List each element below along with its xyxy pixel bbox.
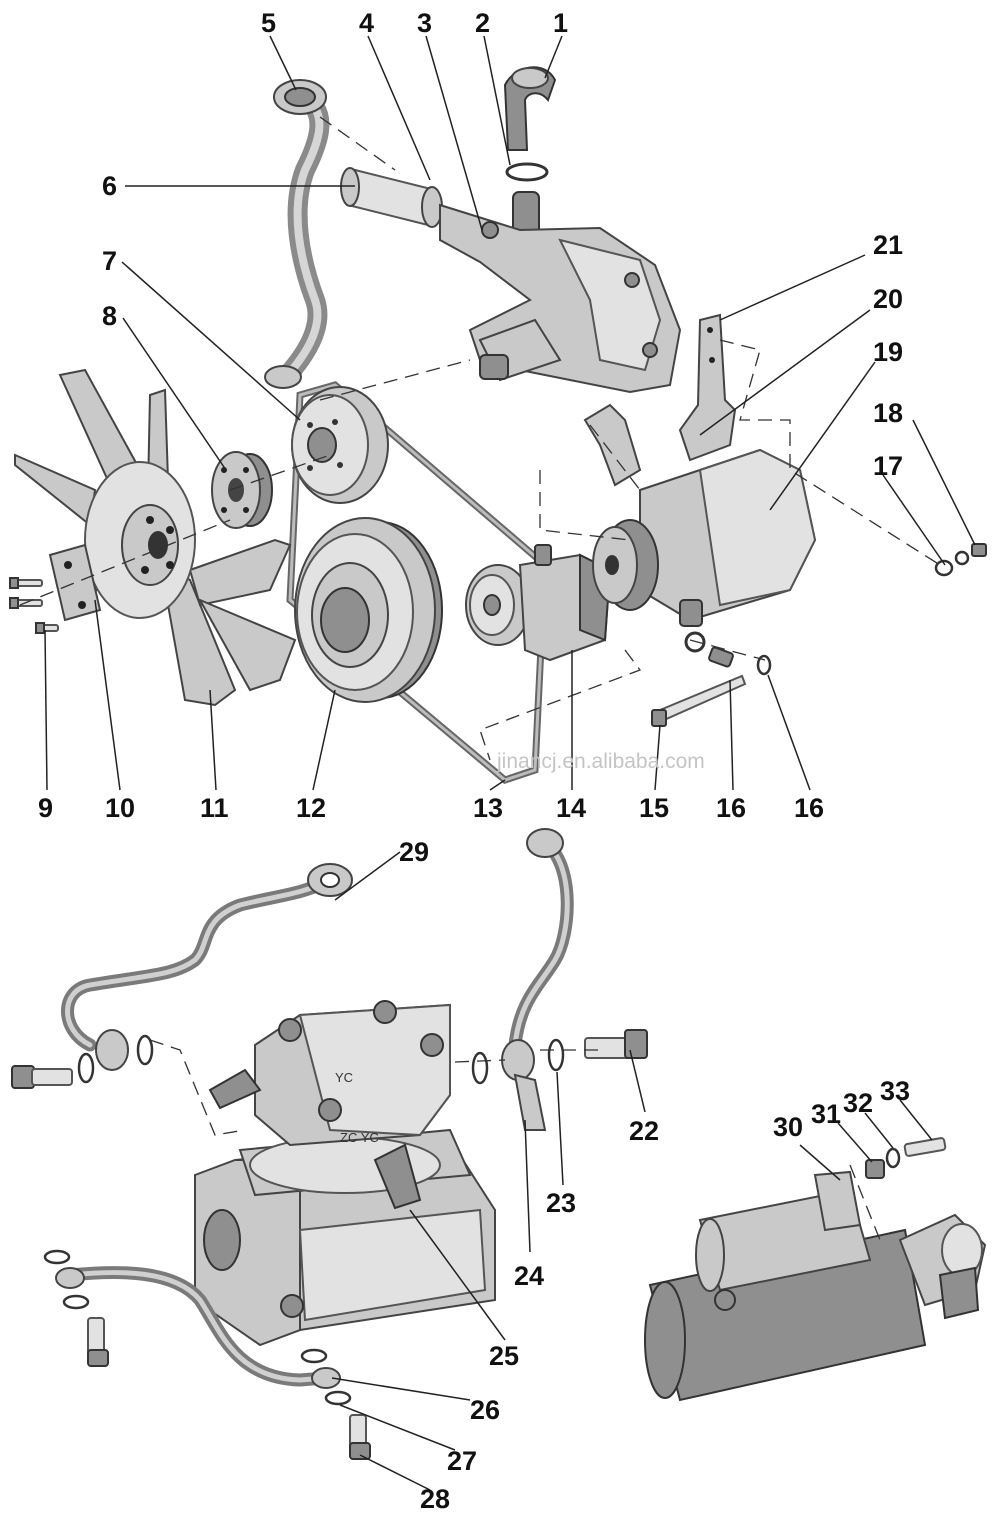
callout-24: 24 — [514, 1261, 544, 1291]
banjo-bolt-left — [11, 1034, 154, 1089]
bolts-28 — [87, 1317, 371, 1460]
callout-17: 17 — [873, 451, 903, 481]
callout-9: 9 — [38, 793, 53, 823]
callout-19: 19 — [873, 337, 903, 367]
washer-nut-17-18 — [934, 543, 987, 577]
callout-6: 6 — [102, 171, 117, 201]
callout-11: 11 — [200, 793, 229, 823]
compressor-marking-side: ZC YC — [340, 1130, 379, 1145]
alternator-19 — [592, 448, 817, 627]
callout-12: 12 — [296, 793, 326, 823]
callout-30: 30 — [773, 1112, 803, 1142]
pulley-7 — [291, 386, 389, 504]
callout-2: 2 — [475, 8, 490, 38]
air-compressor-25: YC ZC YC — [194, 1000, 496, 1347]
adjusting-strap-20 — [583, 403, 642, 487]
watermark: jinancj.en.alibaba.com — [496, 750, 705, 773]
callout-20: 20 — [873, 284, 903, 314]
callout-28: 28 — [420, 1484, 450, 1514]
o-ring-2 — [505, 162, 549, 182]
nut-31 — [865, 1159, 885, 1179]
elbow-hose-1 — [503, 66, 557, 151]
alignment-lines-lower — [149, 1039, 881, 1241]
callout-5: 5 — [261, 8, 276, 38]
washers-16 — [684, 631, 772, 676]
callout-31: 31 — [811, 1099, 841, 1129]
callout-14: 14 — [556, 793, 586, 823]
leader-lines-lower — [331, 851, 933, 1491]
callout-1: 1 — [553, 8, 568, 38]
callout-10: 10 — [105, 793, 135, 823]
callout-29: 29 — [399, 837, 429, 867]
washers-23 — [471, 1038, 565, 1085]
starter-motor-30 — [644, 1170, 987, 1402]
pipe-29 — [61, 863, 353, 1071]
callout-7: 7 — [102, 246, 117, 276]
callout-26: 26 — [470, 1395, 500, 1425]
oil-pipe-26 — [55, 1266, 341, 1389]
pipe-24 — [501, 828, 574, 1131]
callout-4: 4 — [359, 8, 374, 38]
washer-32 — [885, 1147, 901, 1169]
crankshaft-pulley-12 — [294, 517, 443, 703]
fan-spacer-8 — [211, 451, 273, 529]
fan-11 — [14, 368, 297, 707]
callout-8: 8 — [102, 301, 117, 331]
callout-23: 23 — [546, 1188, 576, 1218]
bolt-15 — [651, 674, 747, 727]
alignment-lines-upper — [19, 116, 941, 761]
drive-belt — [286, 381, 549, 784]
hose-6 — [340, 167, 443, 228]
compressor-marking-top: YC — [335, 1070, 353, 1085]
callout-labels: 1 2 3 4 5 6 7 8 9 10 11 12 13 14 15 16 1… — [38, 8, 910, 1514]
callout-32: 32 — [843, 1088, 873, 1118]
water-pump-housing — [439, 203, 682, 394]
leader-lines-upper — [44, 35, 976, 791]
callout-16b: 16 — [794, 793, 824, 823]
callout-15: 15 — [639, 793, 669, 823]
bracket-10 — [48, 543, 102, 622]
bolt-22 — [584, 1029, 648, 1059]
water-pipe-5 — [264, 79, 330, 389]
stud-33 — [903, 1137, 947, 1157]
callout-27: 27 — [447, 1446, 477, 1476]
callout-21: 21 — [873, 230, 903, 260]
tensioner-pulley-13 — [465, 564, 531, 646]
washers-27 — [43, 1249, 352, 1406]
callout-13: 13 — [473, 793, 503, 823]
callout-33: 33 — [880, 1076, 910, 1106]
callout-3: 3 — [417, 8, 432, 38]
callout-22: 22 — [629, 1116, 659, 1146]
bracket-21 — [678, 313, 737, 462]
callout-25: 25 — [489, 1341, 519, 1371]
bolts-9 — [9, 577, 59, 634]
callout-18: 18 — [873, 398, 903, 428]
callout-16a: 16 — [716, 793, 746, 823]
